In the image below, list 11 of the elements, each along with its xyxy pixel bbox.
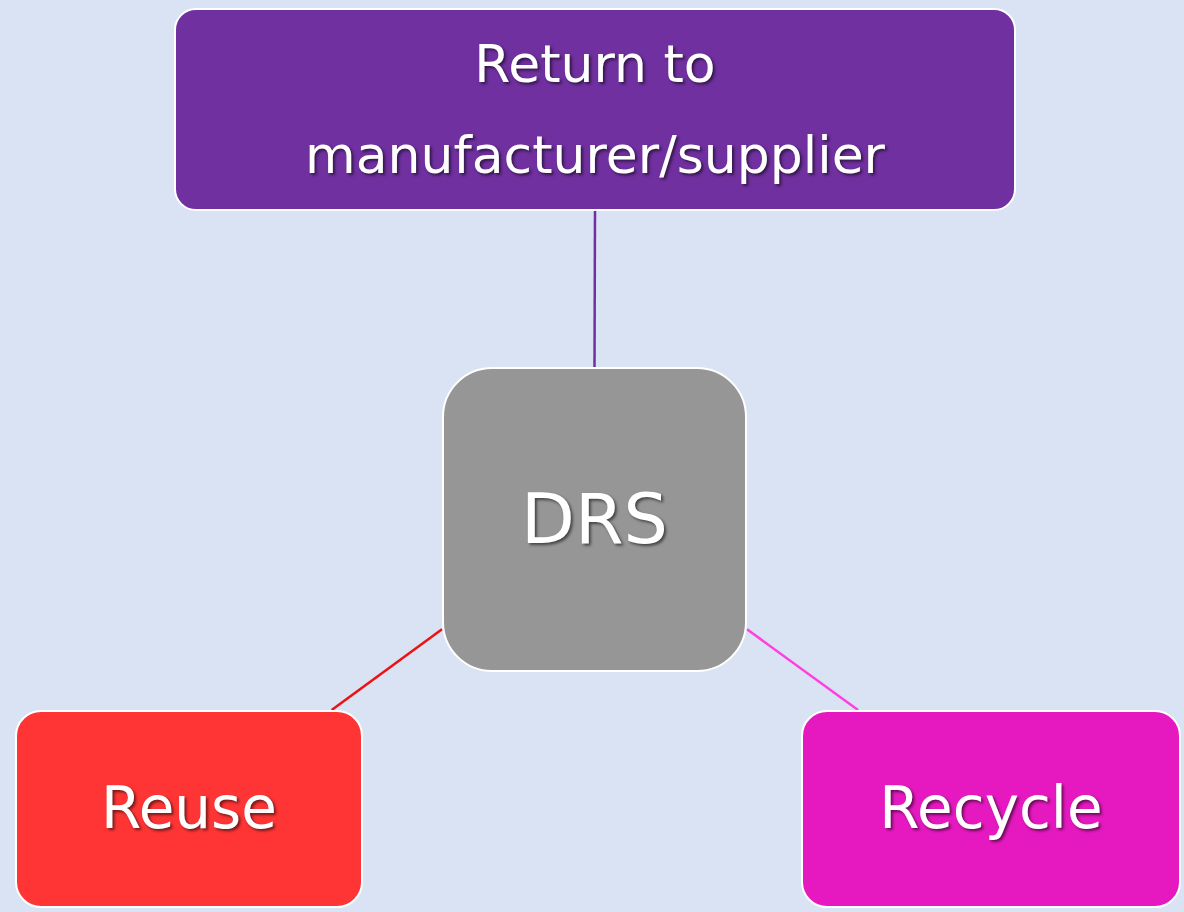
node-label: Recycle bbox=[879, 773, 1103, 845]
connector-line bbox=[746, 628, 859, 711]
hub-box bbox=[442, 367, 747, 672]
process-box bbox=[15, 710, 363, 908]
node-label: DRS bbox=[521, 477, 668, 563]
process-box bbox=[174, 8, 1016, 211]
process-box bbox=[801, 710, 1181, 908]
connector-line bbox=[330, 628, 443, 711]
node-label: Return to manufacturer/supplier bbox=[304, 32, 886, 187]
connector-line bbox=[593, 211, 597, 367]
node-label: Reuse bbox=[100, 773, 277, 845]
